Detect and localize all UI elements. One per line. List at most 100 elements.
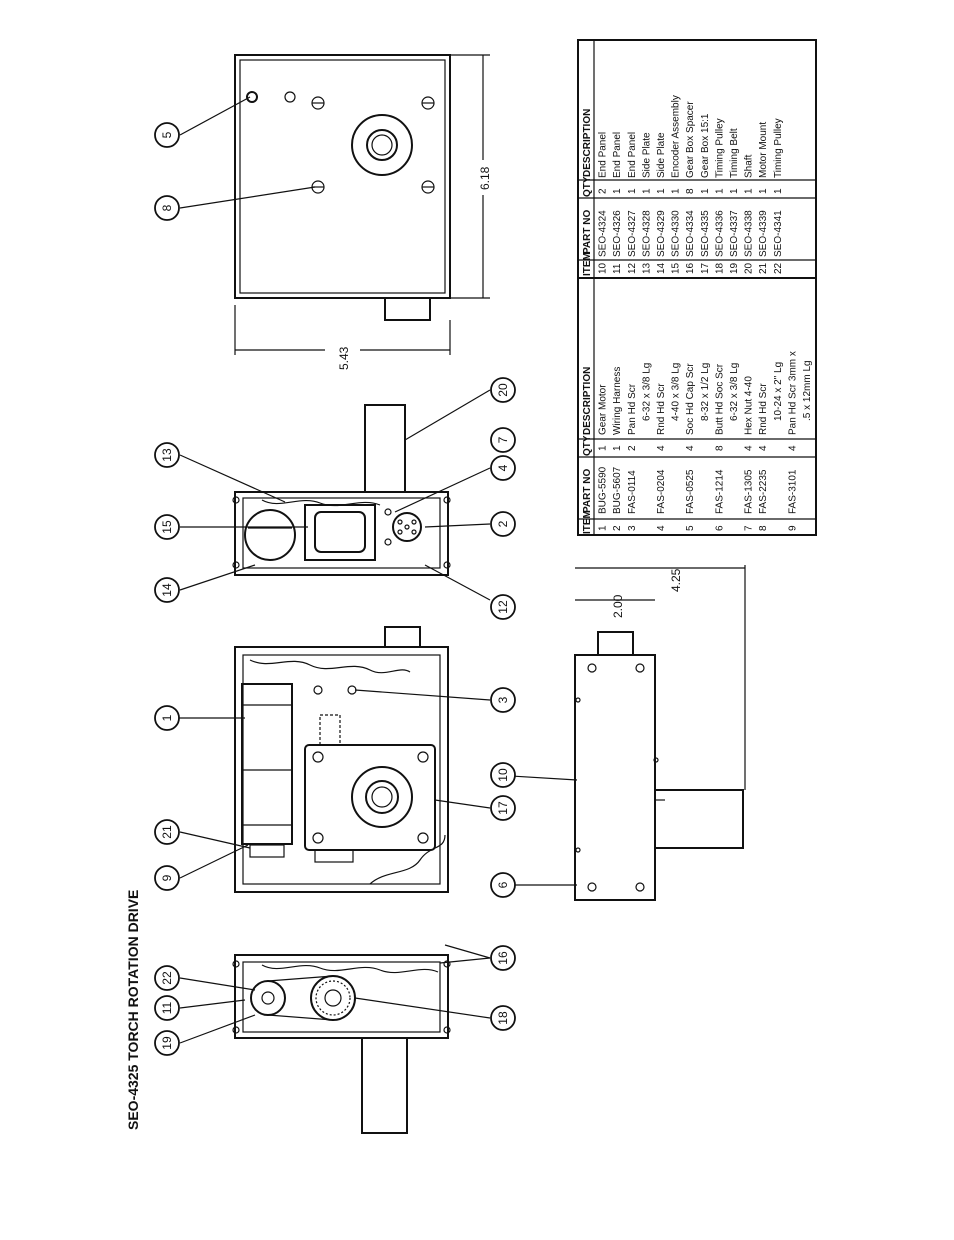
cell-item: 2	[612, 525, 623, 531]
cell-item: 20	[744, 262, 755, 274]
end-view-encoder	[232, 404, 451, 576]
cell-part-no: SEO-4334	[685, 210, 696, 257]
cell-qty: 1	[729, 188, 740, 194]
cell-part-no: SEO-4337	[729, 210, 740, 257]
balloon-17: 17	[490, 795, 516, 821]
balloon-12: 12	[490, 594, 516, 620]
parts-list-table: ITEM PART NO QTY DESCRIPTION ITEM PART N…	[577, 39, 817, 536]
cell-description: Gear Motor	[598, 384, 609, 435]
cell-item: 19	[729, 262, 740, 274]
svg-text:6: 6	[496, 881, 510, 888]
cell-qty: 1	[744, 188, 755, 194]
svg-text:3: 3	[496, 696, 510, 703]
th-item-left: ITEM	[582, 510, 593, 534]
cell-description: Butt Hd Soc Scr	[714, 363, 725, 435]
cell-part-no: FAS-3101	[787, 469, 798, 514]
balloon-2: 2	[490, 511, 516, 537]
cell-item: 10	[598, 262, 609, 274]
svg-text:21: 21	[160, 825, 174, 839]
cell-qty: 1	[700, 188, 711, 194]
cell-qty: 2	[627, 445, 638, 451]
cell-item: 17	[700, 262, 711, 274]
cell-description: Hex Nut 4-40	[744, 376, 755, 435]
svg-text:16: 16	[496, 951, 510, 965]
cell-description: 4-40 x 3/8 Lg	[671, 363, 682, 421]
cell-item: 3	[627, 525, 638, 531]
cell-item: 14	[656, 262, 667, 274]
cell-part-no: FAS-1214	[714, 469, 725, 514]
drawing-title: SEO-4325 TORCH ROTATION DRIVE	[125, 890, 141, 1130]
balloon-9: 9	[154, 865, 180, 891]
svg-text:20: 20	[496, 383, 510, 397]
bottom-side-view	[574, 631, 744, 901]
cell-qty: 2	[598, 188, 609, 194]
svg-text:1: 1	[160, 714, 174, 721]
cell-part-no: FAS-0114	[627, 470, 638, 514]
cell-qty: 1	[773, 188, 784, 194]
cell-description: Shaft	[744, 154, 755, 178]
cell-item: 9	[787, 525, 798, 531]
balloon-7: 7	[490, 427, 516, 453]
cell-description: Pan Hd Scr 3mm x	[787, 351, 798, 435]
cell-part-no: FAS-1305	[744, 469, 755, 514]
dim-overall-height: 5.43	[337, 346, 351, 370]
cell-part-no: SEO-4341	[773, 210, 784, 257]
cell-qty: 4	[685, 445, 696, 451]
svg-text:13: 13	[160, 448, 174, 462]
th-desc-left: DESCRIPTION	[582, 367, 593, 435]
cell-item: 15	[671, 262, 682, 274]
cell-part-no: SEO-4326	[612, 210, 623, 257]
th-partno-left: PART NO	[582, 469, 593, 513]
leader-lines	[178, 96, 578, 1044]
balloon-5: 5	[154, 122, 180, 148]
svg-text:4: 4	[496, 464, 510, 471]
cell-item: 18	[714, 262, 725, 274]
balloon-15: 15	[154, 514, 180, 540]
cell-qty: 8	[714, 445, 725, 451]
cell-qty: 1	[598, 445, 609, 451]
th-qty-left: QTY	[582, 435, 593, 456]
cell-qty: 1	[612, 445, 623, 451]
cell-qty: 1	[641, 188, 652, 194]
cell-description: Soc Hd Cap Scr	[685, 363, 696, 435]
balloon-22: 22	[154, 965, 180, 991]
cell-part-no: FAS-2235	[758, 469, 769, 514]
cell-part-no: FAS-0525	[685, 469, 696, 514]
cell-description: Timing Pulley	[714, 118, 725, 178]
cell-description: Timing Pulley	[773, 118, 784, 178]
th-partno-right: PART NO	[582, 210, 593, 254]
cell-description: Encoder Assembly	[671, 95, 682, 178]
cell-item: 22	[773, 262, 784, 274]
cell-part-no: SEO-4329	[656, 210, 667, 257]
cell-item: 16	[685, 262, 696, 274]
cell-description: End Panel	[612, 132, 623, 178]
top-plate-view	[234, 54, 451, 321]
cell-qty: 4	[787, 445, 798, 451]
cell-description: Side Plate	[656, 132, 667, 178]
cell-description: Wiring Harness	[612, 367, 623, 435]
cell-part-no: SEO-4324	[598, 210, 609, 257]
cell-description: 6-32 x 3/8 Lg	[641, 363, 652, 421]
svg-text:2: 2	[496, 520, 510, 527]
balloon-1: 1	[154, 705, 180, 731]
cell-part-no: FAS-0204	[656, 469, 667, 514]
cell-qty: 4	[744, 445, 755, 451]
cell-qty: 1	[627, 188, 638, 194]
section-view-motor	[234, 626, 449, 893]
balloon-19: 19	[154, 1030, 180, 1056]
cell-item: 5	[685, 525, 696, 531]
dim-total-depth: 4.25	[669, 568, 683, 592]
svg-text:9: 9	[160, 874, 174, 881]
svg-text:5: 5	[160, 131, 174, 138]
cell-part-no: BUG-5590	[598, 466, 609, 514]
balloon-18: 18	[490, 1005, 516, 1031]
cell-qty: 8	[685, 188, 696, 194]
cell-item: 7	[744, 525, 755, 531]
balloon-3: 3	[490, 687, 516, 713]
cell-item: 4	[656, 525, 667, 531]
cell-item: 12	[627, 262, 638, 274]
balloon-21: 21	[154, 819, 180, 845]
cell-description: 8-32 x 1/2 Lg	[700, 363, 711, 421]
